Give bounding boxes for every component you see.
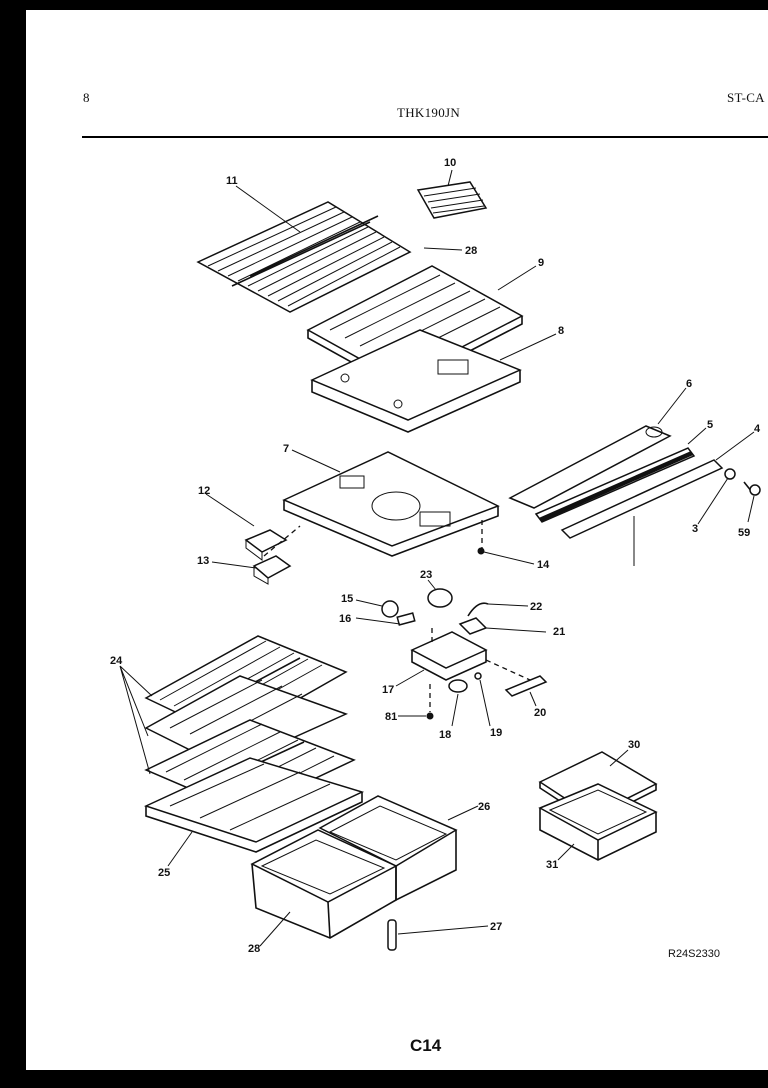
callout-13: 13	[197, 555, 209, 567]
part-8-cover	[310, 329, 522, 433]
part-25-crisper-cover	[143, 757, 365, 853]
callout-11: 11	[226, 175, 238, 187]
callout-15: 15	[341, 593, 353, 605]
callout-9: 9	[538, 257, 544, 269]
part-10-grille	[416, 181, 488, 219]
part-19-clip	[474, 672, 482, 680]
section-code: ST-CA	[727, 90, 765, 105]
part-5-rail	[534, 447, 696, 523]
callout-23: 23	[420, 569, 432, 581]
part-12-bracket	[244, 529, 288, 561]
callout-4: 4	[754, 423, 761, 435]
header-rule	[82, 136, 768, 138]
part-6-rail	[508, 425, 672, 509]
callout-6: 6	[686, 378, 692, 390]
part-31-meat-pan	[538, 783, 658, 861]
assembly-line	[485, 659, 531, 681]
callout-21: 21	[553, 626, 565, 638]
part-7-evaporator-cover	[282, 451, 500, 557]
callout-14: 14	[537, 559, 550, 571]
part-22-wire	[467, 602, 489, 617]
drawing-number: R24S2330	[668, 948, 720, 960]
callout-16: 16	[339, 613, 351, 625]
scan-border-bottom	[0, 1070, 768, 1088]
callout-20: 20	[534, 707, 546, 719]
callout-8: 8	[558, 325, 564, 337]
assembly-line	[263, 525, 301, 557]
part-4-rail	[560, 459, 724, 539]
part-17-housing	[410, 631, 488, 681]
callout-19: 19	[490, 727, 502, 739]
scan-border-top	[0, 0, 768, 10]
page-number: 8	[83, 90, 90, 105]
callout-25: 25	[158, 867, 170, 879]
part-23-knob	[427, 588, 453, 608]
callout-7: 7	[283, 443, 289, 455]
part-14-screw	[477, 547, 485, 555]
callout-28: 28	[465, 245, 477, 257]
part-21-thermostat	[458, 617, 488, 635]
callout-leader-lines	[119, 169, 755, 947]
callout-17: 17	[382, 684, 394, 696]
part-20-shield	[504, 675, 548, 697]
callout-81: 81	[385, 711, 397, 723]
callout-26: 26	[478, 801, 490, 813]
page-code: C14	[410, 1036, 442, 1055]
callout-28-drawer: 28	[248, 943, 260, 955]
part-18-grommet	[448, 679, 468, 693]
part-11-wire-shelf	[196, 201, 412, 313]
part-81-screw	[426, 712, 434, 720]
part-26-crisper-drawer	[250, 795, 458, 939]
callout-18: 18	[439, 729, 451, 741]
model-number: THK190JN	[397, 105, 461, 120]
callout-59: 59	[738, 527, 750, 539]
callout-31: 31	[546, 859, 558, 871]
part-16-socket	[396, 612, 416, 626]
part-3-washer	[724, 468, 736, 480]
part-27-handle	[387, 919, 397, 951]
part-59-screw	[743, 481, 761, 496]
callout-12: 12	[198, 485, 210, 497]
scan-border-left	[0, 0, 26, 1088]
callout-10: 10	[444, 157, 456, 169]
callout-3: 3	[692, 523, 698, 535]
part-15-bulb	[381, 600, 399, 618]
callout-27: 27	[490, 921, 502, 933]
callout-5: 5	[707, 419, 713, 431]
callout-24: 24	[110, 655, 123, 667]
callout-30: 30	[628, 739, 640, 751]
callout-22: 22	[530, 601, 542, 613]
part-13-bracket	[252, 555, 292, 585]
